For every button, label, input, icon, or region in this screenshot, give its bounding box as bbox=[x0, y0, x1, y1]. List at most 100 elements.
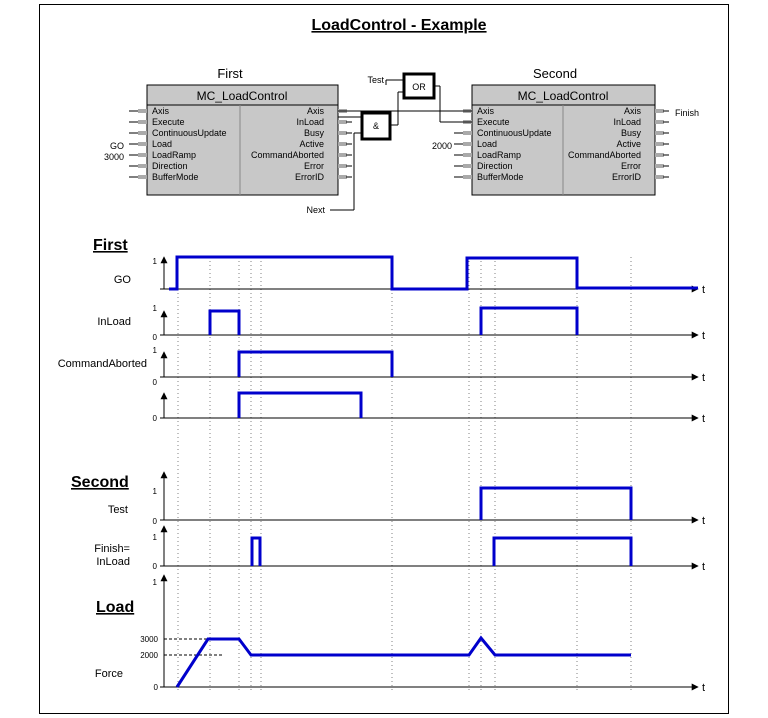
output-pin-connector bbox=[655, 131, 664, 135]
first-block-header: First bbox=[217, 66, 243, 81]
output-pin-connector bbox=[338, 120, 347, 124]
level-tick-label: 0 bbox=[153, 378, 158, 387]
second-axis-output-value: Finish bbox=[675, 108, 699, 118]
time-axis-label: t bbox=[702, 561, 705, 573]
input-pin-connector bbox=[138, 164, 147, 168]
signal-label-go: GO bbox=[114, 274, 132, 286]
time-axis-label: t bbox=[702, 372, 705, 384]
first-block-body bbox=[146, 84, 339, 196]
level-tick-label: 1 bbox=[153, 487, 158, 496]
test-input-label: Test bbox=[367, 75, 384, 85]
output-pin-connector bbox=[655, 120, 664, 124]
second-load-value: 2000 bbox=[432, 141, 452, 151]
input-pin-connector bbox=[463, 175, 472, 179]
input-pin-connector bbox=[463, 131, 472, 135]
input-pin-label: BufferMode bbox=[152, 172, 198, 182]
output-pin-label: Active bbox=[616, 139, 641, 149]
output-pin-connector bbox=[655, 109, 664, 113]
input-pin-label: ContinuousUpdate bbox=[477, 128, 552, 138]
time-axis-label: t bbox=[702, 284, 705, 296]
output-pin-label: CommandAborted bbox=[251, 150, 324, 160]
signal-label-test: Test bbox=[108, 504, 128, 516]
or-gate bbox=[402, 72, 436, 100]
diagram-frame bbox=[39, 4, 729, 714]
first-function-block: First MC_LoadControl AxisExecuteContinuo… bbox=[104, 66, 352, 196]
inload-second-trace bbox=[479, 306, 579, 335]
input-pin-connector bbox=[138, 120, 147, 124]
finish-first-trace bbox=[250, 536, 262, 566]
time-axis-label: t bbox=[702, 682, 705, 694]
input-pin-connector bbox=[138, 142, 147, 146]
output-pin-label: CommandAborted bbox=[568, 150, 641, 160]
time-axis-label: t bbox=[702, 413, 705, 425]
input-pin-label: BufferMode bbox=[477, 172, 523, 182]
output-pin-label: Axis bbox=[624, 106, 642, 116]
level-tick-label: 1 bbox=[153, 346, 158, 355]
level-tick-label: 1 bbox=[153, 304, 158, 313]
section-first-heading: First bbox=[93, 237, 128, 254]
output-pin-connector bbox=[338, 153, 347, 157]
output-pin-label: InLoad bbox=[613, 117, 641, 127]
gate-wiring bbox=[330, 79, 472, 211]
level-tick-label: 1 bbox=[153, 533, 158, 542]
time-axis-label: t bbox=[702, 515, 705, 527]
input-pin-label: Direction bbox=[152, 161, 188, 171]
output-pin-connector bbox=[655, 164, 664, 168]
force-trace bbox=[175, 635, 631, 688]
output-pin-label: Axis bbox=[307, 106, 325, 116]
diagram-title: LoadControl - Example bbox=[311, 17, 486, 34]
input-pin-label: LoadRamp bbox=[152, 150, 196, 160]
signal-traces bbox=[169, 255, 698, 688]
input-pin-connector bbox=[463, 142, 472, 146]
input-pin-connector bbox=[463, 164, 472, 168]
input-pin-connector bbox=[138, 131, 147, 135]
second-block-header: Second bbox=[533, 66, 577, 81]
section-second-heading: Second bbox=[71, 474, 129, 491]
time-grid bbox=[177, 257, 632, 690]
second-block-title: MC_LoadControl bbox=[518, 89, 609, 103]
input-pin-label: Axis bbox=[152, 106, 170, 116]
input-pin-connector bbox=[138, 153, 147, 157]
output-pin-connector bbox=[338, 142, 347, 146]
level-tick-label: 0 bbox=[153, 562, 158, 571]
output-pin-label: Busy bbox=[621, 128, 642, 138]
input-pin-label: Direction bbox=[477, 161, 513, 171]
section-load-heading: Load bbox=[96, 599, 134, 616]
level-tick-label: 0 bbox=[153, 414, 158, 423]
second-block-pins: AxisExecuteContinuousUpdateLoadLoadRampD… bbox=[454, 106, 669, 182]
first-block-pins: AxisExecuteContinuousUpdateLoadLoadRampD… bbox=[129, 106, 352, 182]
next-input-label: Next bbox=[306, 205, 325, 215]
output-pin-connector bbox=[338, 175, 347, 179]
input-pin-connector bbox=[463, 153, 472, 157]
and-gate bbox=[360, 111, 392, 141]
output-pin-label: ErrorID bbox=[295, 172, 325, 182]
output-pin-label: ErrorID bbox=[612, 172, 642, 182]
output-pin-connector bbox=[655, 153, 664, 157]
second-function-block: Second MC_LoadControl AxisExecuteContinu… bbox=[432, 66, 699, 196]
signal-label-inload: InLoad bbox=[97, 316, 131, 328]
level-tick-label: 1 bbox=[153, 578, 158, 587]
input-pin-connector bbox=[138, 109, 147, 113]
input-pin-connector bbox=[138, 175, 147, 179]
input-pin-label: Axis bbox=[477, 106, 495, 116]
output-pin-label: Active bbox=[299, 139, 324, 149]
input-pin-label: Load bbox=[477, 139, 497, 149]
output-pin-label: Error bbox=[621, 161, 641, 171]
go-trace bbox=[169, 255, 698, 291]
first-load-value: GO bbox=[110, 141, 124, 151]
input-pin-label: ContinuousUpdate bbox=[152, 128, 227, 138]
or-gate-label: OR bbox=[412, 82, 426, 92]
signal-label-finish-line2: InLoad bbox=[96, 556, 130, 568]
output-pin-connector bbox=[338, 164, 347, 168]
busy-trace bbox=[237, 391, 363, 418]
input-pin-label: Execute bbox=[477, 117, 510, 127]
output-pin-connector bbox=[655, 175, 664, 179]
signal-label-finish-line1: Finish= bbox=[94, 543, 130, 555]
output-pin-label: Busy bbox=[304, 128, 325, 138]
time-axis-label: t bbox=[702, 330, 705, 342]
first-loadramp-value: 3000 bbox=[104, 152, 124, 162]
input-pin-label: Load bbox=[152, 139, 172, 149]
force-tick-label: 2000 bbox=[140, 651, 158, 660]
